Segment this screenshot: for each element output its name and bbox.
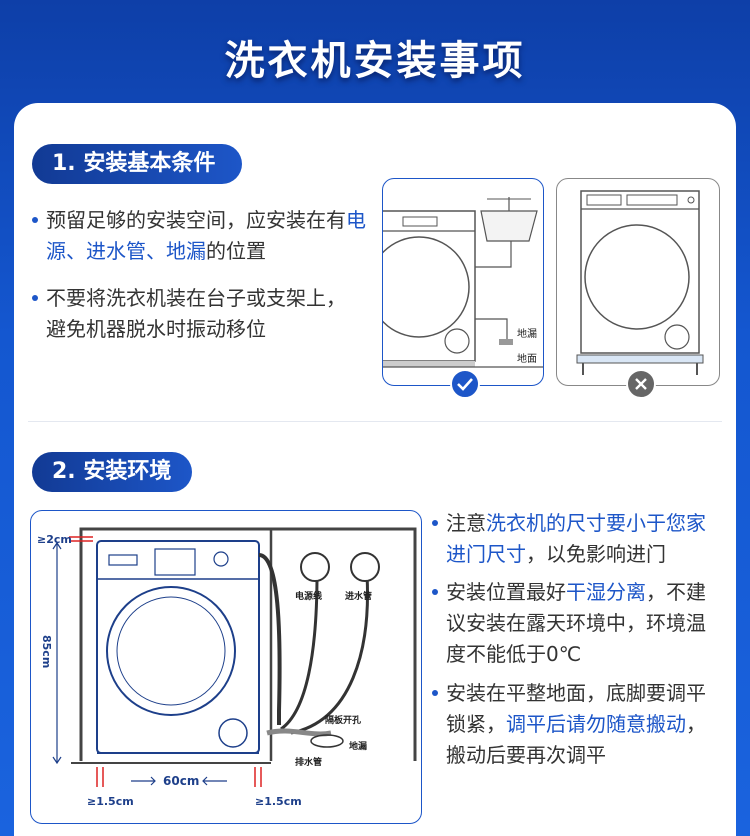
environment-illustration: ≥2cm 85cm 60cm ≥1.5cm ≥1.5cm 电源线 进水管 隔板开… [37,527,417,808]
height-label: 85cm [40,635,53,668]
inlet-label: 进水管 [345,590,372,602]
highlight-text: 洗衣机的尺寸要小于您家进门尺寸 [446,511,706,566]
drain-label: 地漏 [517,327,537,340]
figure-correct-install: 地漏 地面 [382,178,544,386]
section2-bullet3: 安装在平整地面，底脚要调平锁紧，调平后请勿随意搬动，搬动后要再次调平 [432,678,718,771]
bullet-dot [32,295,38,301]
top-gap-label: ≥2cm [37,533,72,546]
section1-bullet2: 不要将洗衣机装在台子或支架上， 避免机器脱水时振动移位 [32,283,376,345]
section-divider [28,421,722,422]
check-icon [450,369,480,399]
section2-tag: 2. 安装环境 [32,452,192,492]
highlight-text: 干湿分离 [566,580,646,604]
outlet-label: 排水管 [295,756,322,768]
washer-on-stand-illustration [576,190,704,375]
floor-label: 地面 [517,352,537,365]
figure-wrong-install [556,178,720,386]
bullet-dot [432,690,438,696]
highlight-text: 电源、进水管、地漏 [46,208,366,263]
section1-bullet1: 预留足够的安装空间，应安装在有电源、进水管、地漏的位置 [32,205,376,267]
side-gap-right-label: ≥1.5cm [255,795,302,808]
width-label: 60cm [163,774,199,788]
content-card: 1. 安装基本条件 预留足够的安装空间，应安装在有电源、进水管、地漏的位置 不要… [14,103,736,836]
section2-bullet2: 安装位置最好干湿分离，不建议安装在露天环境中，环境温度不能低于0℃ [432,577,718,670]
drain-label: 地漏 [349,740,367,752]
section2-bullet1: 注意洗衣机的尺寸要小于您家进门尺寸，以免影响进门 [432,508,718,570]
cross-icon [626,369,656,399]
bullet-dot [432,520,438,526]
bullet-dot [432,589,438,595]
installation-environment-diagram: ≥2cm 85cm 60cm ≥1.5cm ≥1.5cm 电源线 进水管 隔板开… [30,510,422,824]
bullet-dot [32,217,38,223]
section1-tag: 1. 安装基本条件 [32,144,242,184]
highlight-text: 调平后请勿随意搬动 [506,712,686,736]
side-gap-left-label: ≥1.5cm [87,795,134,808]
washer-floor-illustration: 地漏 地面 [383,197,543,368]
partition-label: 隔板开孔 [325,714,361,726]
power-label: 电源线 [295,590,322,602]
page-title: 洗衣机安装事项 [224,38,526,84]
